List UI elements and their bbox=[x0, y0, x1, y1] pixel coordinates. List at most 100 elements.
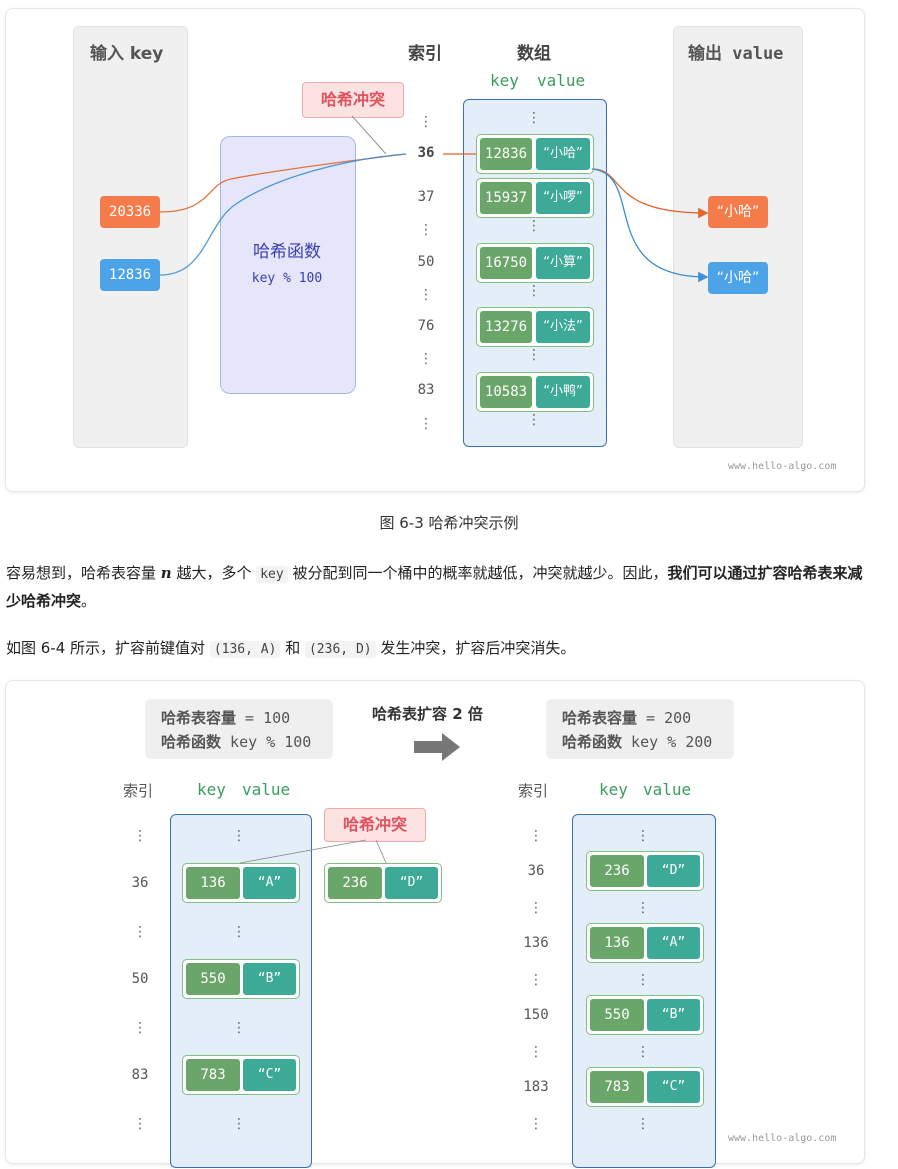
bucket-entry: 10583 “小鸭” bbox=[476, 372, 594, 412]
index-label: 150 bbox=[523, 1007, 549, 1023]
orange-flow-path bbox=[159, 153, 407, 213]
mapping-arrows bbox=[159, 115, 709, 283]
before-capacity-box: 哈希表容量 = 100 哈希函数 key % 100 bbox=[145, 699, 333, 759]
value-header: value bbox=[643, 780, 692, 799]
index-ellipsis: ⋮ bbox=[529, 972, 543, 988]
capacity-value: = 100 bbox=[236, 709, 291, 727]
index-label: 183 bbox=[523, 1079, 549, 1095]
array-header: 数组 bbox=[517, 44, 551, 64]
hash-function-box bbox=[220, 136, 356, 394]
index-header: 索引 bbox=[408, 44, 442, 64]
array-ellipsis: ⋮ bbox=[232, 1020, 246, 1036]
entry-value: “A” bbox=[243, 867, 296, 899]
collision-label: 哈希冲突 bbox=[324, 808, 426, 842]
index-ellipsis: ⋮ bbox=[133, 828, 147, 844]
entry-key: 783 bbox=[590, 1071, 644, 1103]
entry-value: “D” bbox=[647, 855, 700, 887]
output-title: 输出 value bbox=[688, 44, 784, 64]
bucket-entry: 783 “C” bbox=[586, 1067, 704, 1107]
index-ellipsis: ⋮ bbox=[419, 287, 433, 303]
array-ellipsis: ⋮ bbox=[232, 924, 246, 940]
text-segment: 发生冲突，扩容后冲突消失。 bbox=[375, 639, 576, 657]
index-ellipsis: ⋮ bbox=[419, 416, 433, 432]
collision-label: 哈希冲突 bbox=[302, 82, 404, 118]
capacity-value: = 200 bbox=[637, 709, 692, 727]
index-ellipsis: ⋮ bbox=[529, 900, 543, 916]
entry-value: “小啰” bbox=[536, 182, 590, 214]
hash-fn-label: 哈希函数 bbox=[562, 733, 623, 751]
output-panel bbox=[673, 26, 803, 448]
after-capacity-box: 哈希表容量 = 200 哈希函数 key % 200 bbox=[546, 699, 734, 759]
bucket-entry: 236 “D” bbox=[586, 851, 704, 891]
index-header: 索引 bbox=[123, 782, 154, 800]
blue-flow-path bbox=[159, 153, 407, 276]
bucket-entry: 550 “B” bbox=[182, 959, 300, 999]
key-header: key bbox=[490, 71, 519, 90]
index-label: 83 bbox=[131, 1067, 149, 1083]
entry-key: 12836 bbox=[480, 138, 532, 170]
index-label: 36 bbox=[131, 875, 149, 891]
key-header: key bbox=[197, 780, 226, 799]
expand-arrow-icon bbox=[414, 733, 460, 761]
math-n: n bbox=[160, 564, 172, 582]
entry-value: “小法” bbox=[536, 311, 590, 343]
index-header: 索引 bbox=[518, 782, 549, 800]
output-value-2: “小哈” bbox=[708, 262, 768, 294]
expand-label: 哈希表扩容 2 倍 bbox=[372, 705, 483, 723]
array-ellipsis: ⋮ bbox=[527, 283, 541, 299]
text-segment: 如图 6-4 所示，扩容前键值对 bbox=[6, 639, 210, 657]
text-segment: 越大，多个 bbox=[171, 564, 257, 582]
index-ellipsis: ⋮ bbox=[529, 1116, 543, 1132]
array-ellipsis: ⋮ bbox=[527, 412, 541, 428]
paragraph-example: 如图 6-4 所示，扩容前键值对 (136, A) 和 (236, D) 发生冲… bbox=[6, 635, 866, 663]
capacity-label: 哈希表容量 bbox=[161, 709, 237, 727]
entry-key: 15937 bbox=[480, 182, 532, 214]
array-ellipsis: ⋮ bbox=[232, 1116, 246, 1132]
value-header: value bbox=[537, 71, 586, 90]
entry-key: 236 bbox=[328, 867, 382, 899]
entry-value: “B” bbox=[647, 999, 700, 1031]
bucket-entry: 783 “C” bbox=[182, 1055, 300, 1095]
inline-code: key bbox=[256, 566, 288, 583]
collision-pointer-line bbox=[351, 115, 387, 155]
index-label: 50 bbox=[131, 971, 149, 987]
colliding-entry: 236 “D” bbox=[324, 863, 442, 903]
entry-key: 236 bbox=[590, 855, 644, 887]
index-ellipsis: ⋮ bbox=[419, 114, 433, 130]
input-key-2: 12836 bbox=[100, 259, 160, 291]
index-ellipsis: ⋮ bbox=[133, 1116, 147, 1132]
bucket-entry: 550 “B” bbox=[586, 995, 704, 1035]
index-ellipsis: ⋮ bbox=[133, 924, 147, 940]
array-ellipsis: ⋮ bbox=[527, 110, 541, 126]
entry-value: “小算” bbox=[536, 247, 590, 279]
bucket-entry: 136 “A” bbox=[586, 923, 704, 963]
array-ellipsis: ⋮ bbox=[527, 347, 541, 363]
entry-key: 550 bbox=[186, 963, 240, 995]
watermark: www.hello-algo.com bbox=[728, 461, 837, 472]
value-header: value bbox=[242, 780, 291, 799]
array-ellipsis: ⋮ bbox=[636, 972, 650, 988]
output-value-1: “小哈” bbox=[708, 196, 768, 228]
input-panel bbox=[73, 26, 188, 448]
entry-value: “小哈” bbox=[536, 138, 590, 170]
array-ellipsis: ⋮ bbox=[636, 1116, 650, 1132]
hash-fn-value: key % 100 bbox=[221, 733, 312, 751]
array-ellipsis: ⋮ bbox=[636, 828, 650, 844]
index-36: 36 bbox=[417, 145, 435, 161]
inline-code: (236, D) bbox=[304, 641, 376, 658]
input-title: 输入 key bbox=[90, 44, 164, 64]
text-segment: 和 bbox=[280, 639, 305, 657]
index-label: 36 bbox=[527, 863, 545, 879]
bucket-entry: 15937 “小啰” bbox=[476, 178, 594, 218]
bucket-entry: 13276 “小法” bbox=[476, 307, 594, 347]
watermark: www.hello-algo.com bbox=[728, 1133, 837, 1144]
figure-hash-collision: 输入 key 输出 value 索引 数组 key value 哈希冲突 哈希函… bbox=[5, 8, 865, 492]
array-ellipsis: ⋮ bbox=[232, 828, 246, 844]
entry-key: 13276 bbox=[480, 311, 532, 343]
bold-text: 我们可以通过扩容哈希表来减少哈希冲突 bbox=[6, 564, 863, 610]
entry-value: “C” bbox=[647, 1071, 700, 1103]
entry-value: “C” bbox=[243, 1059, 296, 1091]
array-ellipsis: ⋮ bbox=[636, 900, 650, 916]
text-segment: 容易想到，哈希表容量 bbox=[6, 564, 161, 582]
figure-hash-expansion: 哈希表容量 = 100 哈希函数 key % 100 哈希表扩容 2 倍 哈希表… bbox=[5, 680, 865, 1168]
